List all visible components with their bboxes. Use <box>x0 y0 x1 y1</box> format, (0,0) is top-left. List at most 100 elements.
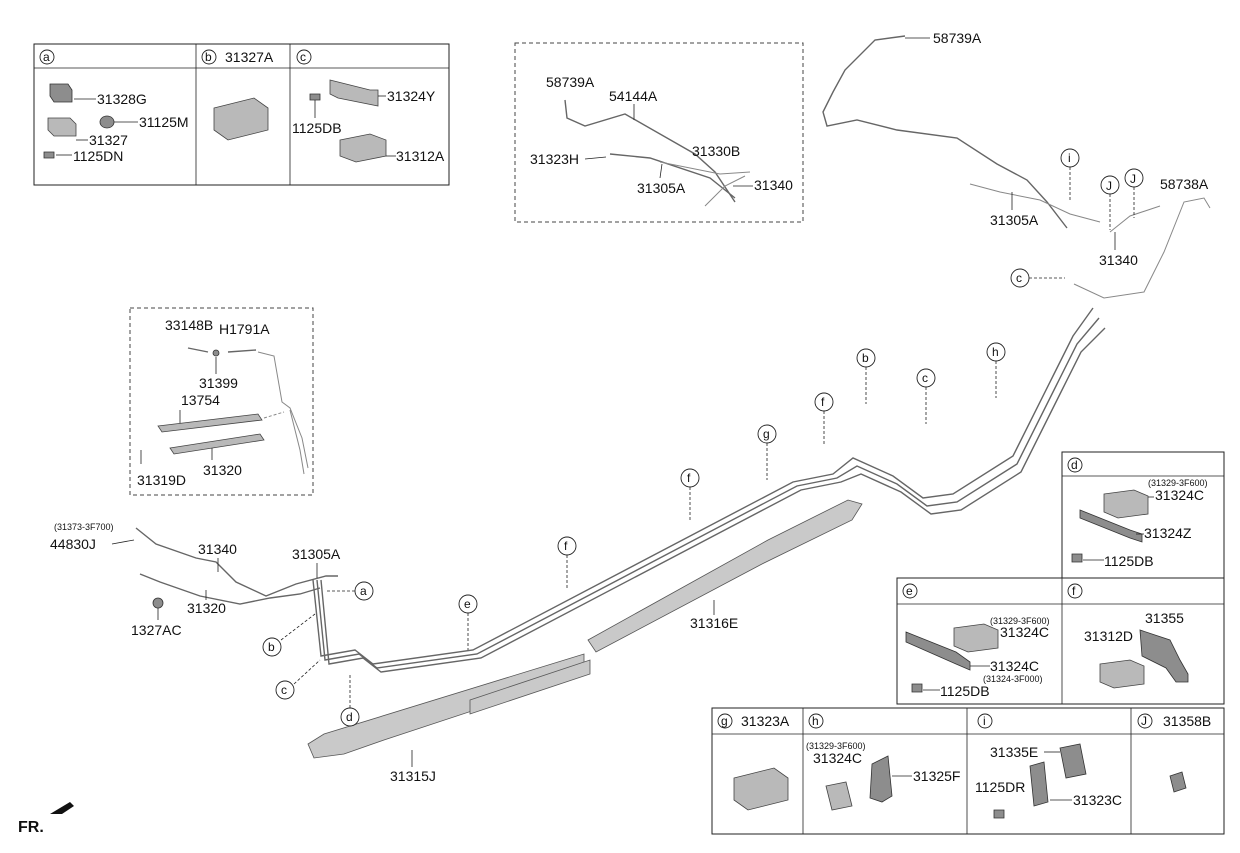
inset-part-54144a: 54144A <box>609 88 658 104</box>
shields <box>307 499 863 759</box>
panel-e-clip-1 <box>953 623 999 653</box>
panel-h-part-31324c: 31324C <box>813 750 862 766</box>
panel-j-circle <box>1137 713 1153 729</box>
panel-d-circle <box>1067 457 1083 473</box>
shield-31315j <box>307 653 585 759</box>
front-callout-b-circle <box>262 637 282 657</box>
panel-g-h-i-j: g 31323A h (31329-3F600) 31324C 31325F i… <box>711 707 1225 835</box>
top-right-pipe-4 <box>1109 205 1161 233</box>
shield-31316e <box>587 499 863 653</box>
main-part-31315j: 31315J <box>390 768 436 784</box>
bolt-1125db <box>309 93 321 101</box>
panel-e-part-1125db: 1125DB <box>940 683 990 699</box>
top-right-pipe-1 <box>822 35 1068 229</box>
inset-pipe-a <box>564 99 736 203</box>
callout-b-letter: b <box>205 50 212 64</box>
inset-part-13754: 13754 <box>181 392 220 408</box>
part-31324y: 31324Y <box>387 88 436 104</box>
callout-a-letter: a <box>43 50 50 64</box>
rear-callout-j2: J <box>1130 172 1136 186</box>
panel-d-part-1125db: 1125DB <box>1104 553 1154 569</box>
inset-dashed-link <box>263 411 285 419</box>
front-callout-b: b <box>268 640 275 654</box>
main-part-31340-rear: 31340 <box>1099 252 1138 268</box>
front-direction-label: FR. <box>18 819 44 836</box>
panel-h-circle <box>808 713 824 729</box>
panel-i-part-31335e: 31335E <box>990 744 1038 760</box>
panel-j-part-31358b: 31358B <box>1163 713 1211 729</box>
inset-part-31319d: 31319D <box>137 472 186 488</box>
panel-d-part-31324c: 31324C <box>1155 487 1204 503</box>
panel-d-part-31324z: 31324Z <box>1144 525 1192 541</box>
inset-top: 58739A 54144A 31323H 31330B 31305A 31340 <box>514 42 804 223</box>
inset-part-h1791a: H1791A <box>219 321 270 337</box>
panel-h-clip <box>825 781 853 811</box>
hose-h1791a <box>227 349 257 353</box>
clip-31328g <box>49 83 73 103</box>
inset-left: 33148B H1791A 31399 13754 31319D 31320 <box>129 307 314 496</box>
main-part-31320-front: 31320 <box>187 600 226 616</box>
panel-d-letter: d <box>1071 458 1078 472</box>
grommet-1327ac <box>152 597 164 609</box>
main-part-58738a: 58738A <box>1160 176 1209 192</box>
panel-d-note: (31329-3F600) <box>1148 478 1208 488</box>
rear-callout-f1: f <box>821 395 825 409</box>
part-31327: 31327 <box>89 132 128 148</box>
part-1125db-c: 1125DB <box>292 120 342 136</box>
panel-d-bracket-31324z <box>1079 509 1143 543</box>
panel-e-part-31324c-2: 31324C <box>990 658 1039 674</box>
bracket-31327 <box>47 117 77 137</box>
panel-e-bolt <box>911 683 923 693</box>
main-note-31373: (31373-3F700) <box>54 522 114 532</box>
inset-part-31320: 31320 <box>203 462 242 478</box>
hose-33148b <box>187 347 209 353</box>
panel-h-note: (31329-3F600) <box>806 741 866 751</box>
panel-e-f: e (31329-3F600) 31324C 31324C (31324-3F0… <box>896 577 1225 705</box>
filter-13754 <box>157 413 263 433</box>
main-part-31340-front: 31340 <box>198 541 237 557</box>
block-31312a <box>339 133 387 163</box>
grommet-31125m <box>99 115 115 129</box>
panel-i-clip-31335e <box>1059 743 1087 779</box>
rear-callout-h: h <box>992 345 999 359</box>
front-pipe-31320 <box>139 573 321 605</box>
panel-i-part-1125dr: 1125DR <box>975 779 1025 795</box>
top-right-pipe-3 <box>1073 197 1211 299</box>
front-callout-a: a <box>360 584 367 598</box>
main-part-31316e: 31316E <box>690 615 738 631</box>
panel-f-bracket-31355 <box>1139 629 1189 683</box>
callout-b-circle <box>201 49 217 65</box>
rear-callouts: i J J c h c b f g f f e <box>458 148 1144 650</box>
panel-i-bolt <box>993 809 1005 819</box>
part-31328g: 31328G <box>97 91 147 107</box>
rear-callout-g: g <box>763 427 770 441</box>
panel-g-clip <box>733 767 789 811</box>
main-part-31305a: 31305A <box>990 212 1039 228</box>
rear-callout-e: e <box>464 597 471 611</box>
panel-e-bracket <box>905 631 971 671</box>
panel-f-letter: f <box>1072 584 1076 598</box>
panel-f-part-31312d: 31312D <box>1084 628 1133 644</box>
panel-i-letter: i <box>983 714 986 728</box>
panel-e-circle <box>902 583 918 599</box>
main-part-1327ac: 1327AC <box>131 622 182 638</box>
rear-pipe-1 <box>312 307 1094 665</box>
panel-j-clip <box>1169 771 1187 793</box>
panel-f-part-31355: 31355 <box>1145 610 1184 626</box>
pipe-31320 <box>169 433 265 455</box>
part-1125dn: 1125DN <box>73 148 123 164</box>
bolt-1125dn <box>43 151 55 159</box>
clip-31327a <box>213 97 269 141</box>
rear-pipe-3 <box>320 327 1106 673</box>
panel-g-letter: g <box>721 714 728 728</box>
front-callout-c: c <box>281 683 287 697</box>
inset-part-31330b: 31330B <box>692 143 740 159</box>
panel-h-part-31325f: 31325F <box>913 768 960 784</box>
inset-pipe-d <box>704 175 746 207</box>
callout-c-circle <box>296 49 312 65</box>
rear-pipe-2 <box>316 317 1100 669</box>
rear-callout-j1: J <box>1106 179 1112 193</box>
inset-part-31305a: 31305A <box>637 180 686 196</box>
front-callout-c-circle <box>275 680 295 700</box>
